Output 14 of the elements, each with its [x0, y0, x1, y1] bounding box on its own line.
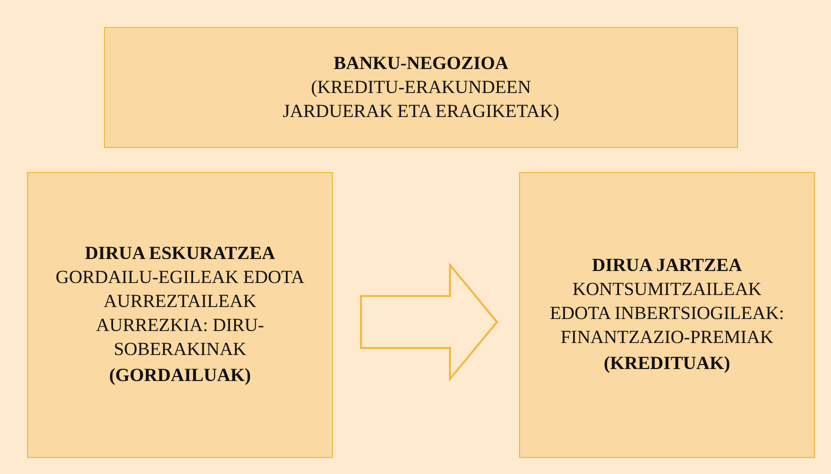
body-text: (GORDAILUAK)	[109, 365, 251, 388]
heading: DIRUA ESKURATZEA	[84, 243, 276, 266]
text-box	[27, 172, 333, 458]
text-box	[104, 27, 738, 148]
block-arrow	[360, 262, 498, 382]
body-text: AURREZKIA: DIRU-SOBERAKINAK	[94, 315, 266, 362]
heading: BANKU-NEGOZIOA	[334, 52, 508, 76]
body-text: KONTSUMITZAILEAK EDOTA INBERTSIOGILEAK:	[548, 279, 786, 326]
heading: DIRUA JARTZEA	[592, 255, 742, 278]
body-text: (KREDITUAK)	[604, 353, 730, 376]
text-box	[519, 172, 815, 458]
body-text: FINANTZAZIO-PREMIAK	[560, 327, 774, 350]
body-text: (KREDITU-ERAKUNDEEN JARDUERAK ETA ERAGIKETAK)	[282, 76, 560, 124]
body-text: GORDAILU-EGILEAK EDOTA AURREZTAILEAK	[54, 267, 306, 314]
